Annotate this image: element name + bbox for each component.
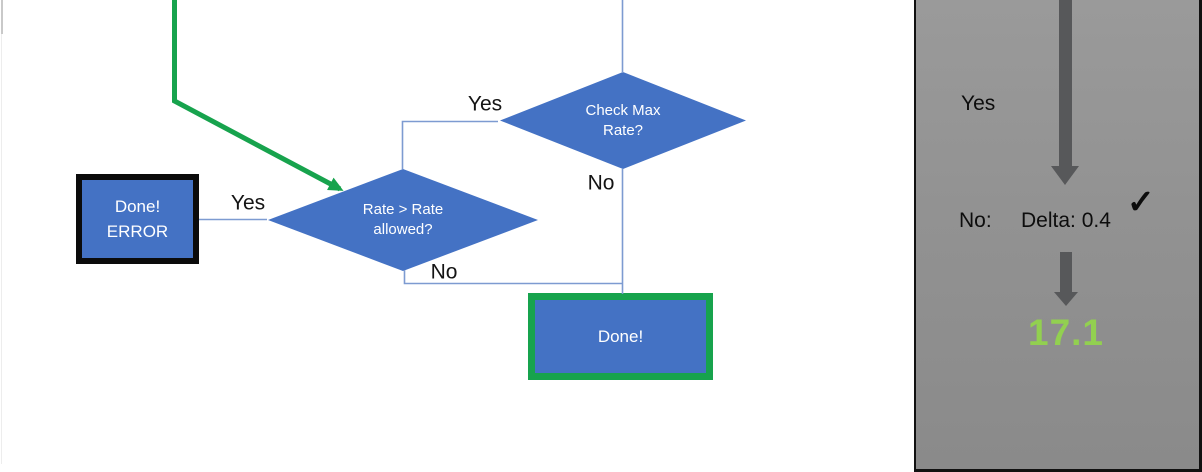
decision-check-max-rate-label: Check Max Rate? bbox=[585, 101, 661, 139]
small-down-arrow-icon bbox=[1060, 252, 1072, 293]
result-value: 17.1 bbox=[1027, 312, 1105, 353]
decision-rate-allowed: Rate > Rate allowed? bbox=[268, 169, 538, 271]
edge-label-check-yes: Yes bbox=[467, 92, 503, 116]
panel-no-label: No: bbox=[959, 209, 992, 232]
small-down-arrow-icon-head bbox=[1054, 292, 1078, 306]
green-path-arrow bbox=[172, 0, 344, 192]
done-error-box-label: Done! ERROR bbox=[106, 197, 169, 241]
slide-edge-line-faint bbox=[1, 34, 2, 464]
edge-label-rate-no: No bbox=[430, 260, 458, 284]
decision-check-max-rate: Check Max Rate? bbox=[500, 72, 746, 169]
edge-label-rate-yes: Yes bbox=[230, 191, 266, 215]
done-box: Done! bbox=[528, 293, 713, 380]
down-arrow-icon bbox=[1059, 0, 1072, 167]
slide-edge-line bbox=[1, 0, 3, 34]
decision-rate-allowed-label: Rate > Rate allowed? bbox=[362, 201, 444, 238]
status-side-panel: Yes No: Delta: 0.4 ✓ 17.1 bbox=[914, 0, 1202, 472]
panel-yes-label: Yes bbox=[961, 92, 996, 115]
edge-label-check-no: No bbox=[587, 171, 615, 195]
panel-delta-value: Delta: 0.4 bbox=[1021, 209, 1111, 232]
down-arrow-icon-head bbox=[1051, 166, 1079, 185]
checkmark-icon: ✓ bbox=[1127, 183, 1155, 220]
done-box-label: Done! bbox=[597, 327, 644, 346]
done-error-box: Done! ERROR bbox=[76, 174, 199, 264]
